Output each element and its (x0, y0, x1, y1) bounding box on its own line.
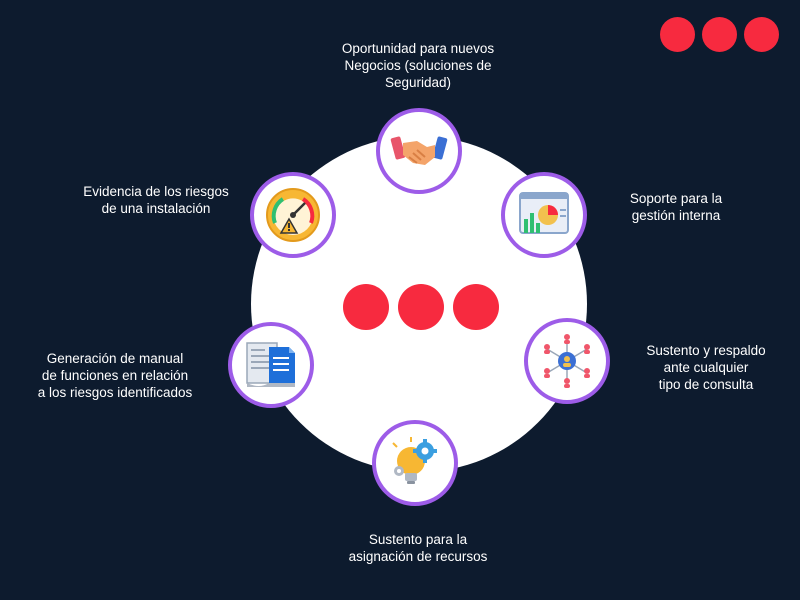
corner-dots-logo (660, 17, 780, 53)
corner-dot (660, 17, 695, 52)
dashboard-chart-icon (519, 192, 569, 234)
node-support-consultation (524, 318, 610, 404)
documents-icon (246, 342, 295, 387)
label-support-consultation: Sustento y respaldo ante cualquier tipo … (646, 343, 766, 392)
lightbulb-gear-icon (392, 437, 437, 484)
node-functions-manual (228, 322, 314, 408)
node-risk-evidence (250, 172, 336, 258)
handshake-icon (390, 136, 448, 165)
label-resource-allocation: Sustento para la asignación de recursos (348, 532, 488, 564)
node-internal-management (501, 172, 587, 258)
risk-gauge-icon (266, 188, 320, 242)
label-opportunity: Oportunidad para nuevos Negocios (soluci… (341, 41, 495, 90)
node-opportunity (376, 108, 462, 194)
people-network-icon (544, 334, 590, 388)
center-dot (398, 284, 444, 330)
center-dot (343, 284, 389, 330)
label-internal-management: Soporte para la gestión interna (629, 191, 723, 223)
label-risk-evidence: Evidencia de los riesgos de una instalac… (83, 184, 229, 216)
center-dot (453, 284, 499, 330)
corner-dot (702, 17, 737, 52)
node-resource-allocation (372, 420, 458, 506)
label-functions-manual: Generación de manual de funciones en rel… (37, 351, 193, 400)
corner-dot (744, 17, 779, 52)
